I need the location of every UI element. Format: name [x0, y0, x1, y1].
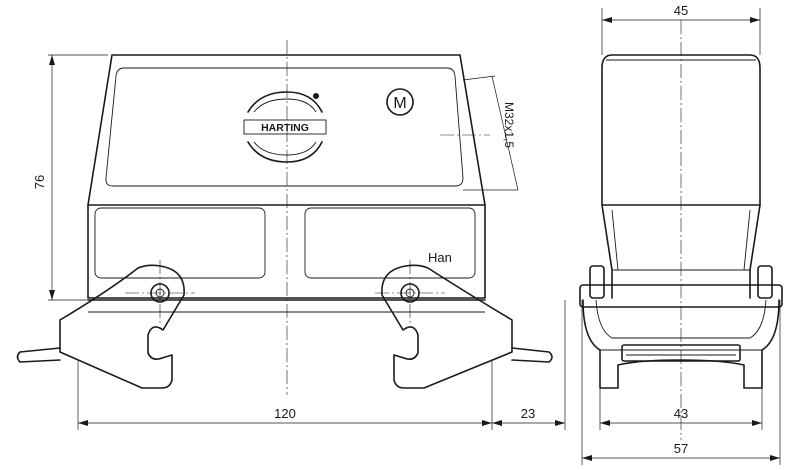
side-bracket-right	[757, 265, 773, 299]
dim-120-arrow-right	[482, 420, 492, 426]
logo-dot	[313, 93, 319, 99]
housing-window-right	[304, 207, 476, 279]
thread-ext-top	[462, 75, 496, 81]
housing-window-left	[94, 207, 266, 279]
side-bracket-left	[589, 265, 605, 299]
lever-tab-left	[16, 347, 61, 363]
dim-120-label: 120	[274, 406, 296, 421]
lever-tab-right	[511, 347, 553, 363]
dim-45-label: 45	[674, 3, 688, 18]
thread-label: M32x1,5	[502, 102, 516, 148]
locking-lever-left	[59, 264, 185, 389]
dim-57-arrow-right	[770, 455, 780, 461]
han-label: Han	[428, 250, 452, 265]
dim-43-arrow-right	[752, 420, 762, 426]
dim-76-arrow-bottom	[49, 290, 55, 300]
dim-57-label: 57	[674, 441, 688, 456]
dim-57-arrow-left	[582, 455, 592, 461]
logo-arc-top	[247, 91, 323, 113]
housing-lower-body	[87, 204, 486, 299]
side-taper-left-inner	[611, 209, 619, 271]
side-dimensions: 45 43 57	[581, 3, 781, 465]
front-dimensions: 76 120 23 M32x1,5	[32, 54, 566, 430]
dim-76-label: 76	[32, 175, 47, 189]
locking-lever-right	[381, 264, 513, 389]
dim-23-arrow-right	[555, 420, 565, 426]
hood-outline	[87, 54, 486, 206]
logo-arc-bottom	[247, 141, 323, 163]
logo-band	[243, 119, 327, 135]
dim-43-label: 43	[674, 406, 688, 421]
dim-45-arrow-right	[750, 17, 760, 23]
dim-120-arrow-left	[78, 420, 88, 426]
front-view: HARTING M Han	[16, 40, 553, 395]
m-badge-text: M	[393, 95, 406, 112]
dim-23-label: 23	[521, 406, 535, 421]
dim-45-arrow-left	[602, 17, 612, 23]
dim-76-arrow-top	[49, 55, 55, 65]
dim-43-arrow-left	[600, 420, 610, 426]
m-badge-circle	[386, 88, 414, 116]
logo-arc-top-inner	[253, 98, 317, 113]
thread-dim-line	[491, 75, 519, 191]
dim-23-arrow-left	[492, 420, 502, 426]
harting-logo: HARTING	[243, 91, 327, 163]
logo-arc-bottom-inner	[253, 141, 317, 156]
hood-panel	[105, 67, 464, 187]
side-view	[579, 20, 783, 440]
logo-brand-text: HARTING	[261, 122, 309, 134]
side-taper-right-inner	[743, 209, 751, 271]
